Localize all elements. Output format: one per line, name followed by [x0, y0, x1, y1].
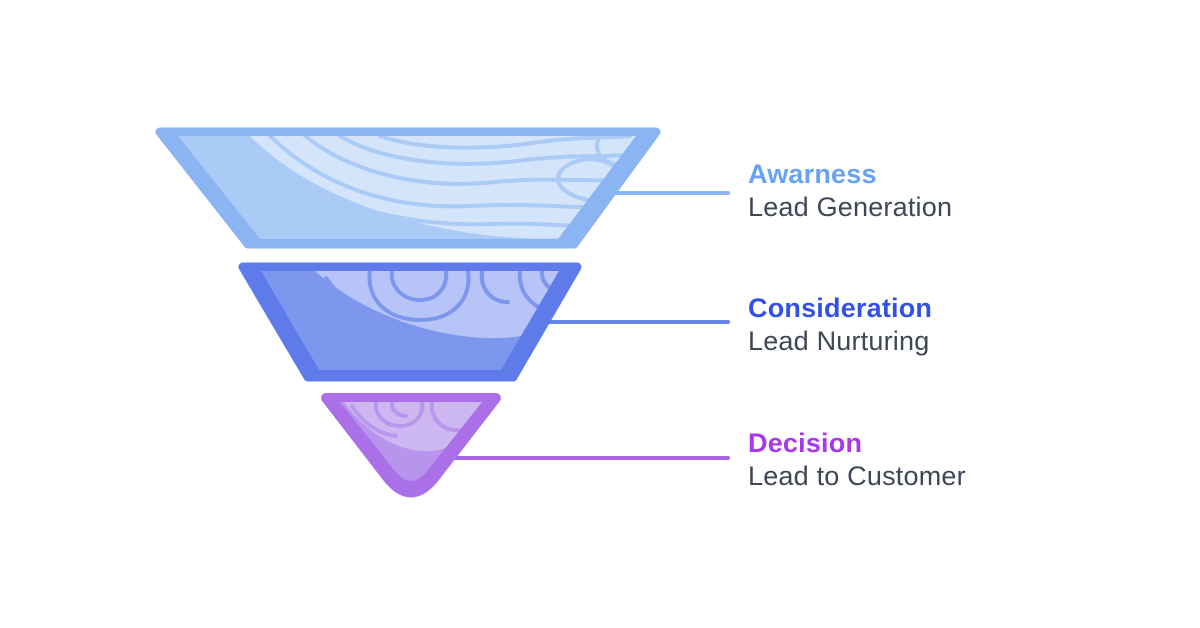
stage-title-decision: Decision [748, 428, 863, 458]
stage-title-consideration: Consideration [748, 293, 933, 323]
funnel-stage-decision [321, 393, 501, 498]
stage-decision-pattern [350, 402, 462, 438]
stage-subtitle-consideration: Lead Nurturing [748, 326, 930, 356]
stage-label-consideration: Consideration Lead Nurturing [748, 292, 932, 358]
stage-subtitle-decision: Lead to Customer [748, 461, 966, 491]
stage-label-decision: Decision Lead to Customer [748, 427, 966, 493]
stage-title-awareness: Awarness [748, 159, 877, 189]
funnel-graphic [155, 127, 730, 498]
stage-label-awareness: Awarness Lead Generation [748, 158, 952, 224]
funnel-stage-awareness [155, 127, 661, 249]
stage-subtitle-awareness: Lead Generation [748, 192, 953, 222]
funnel-stage-consideration [238, 262, 582, 382]
